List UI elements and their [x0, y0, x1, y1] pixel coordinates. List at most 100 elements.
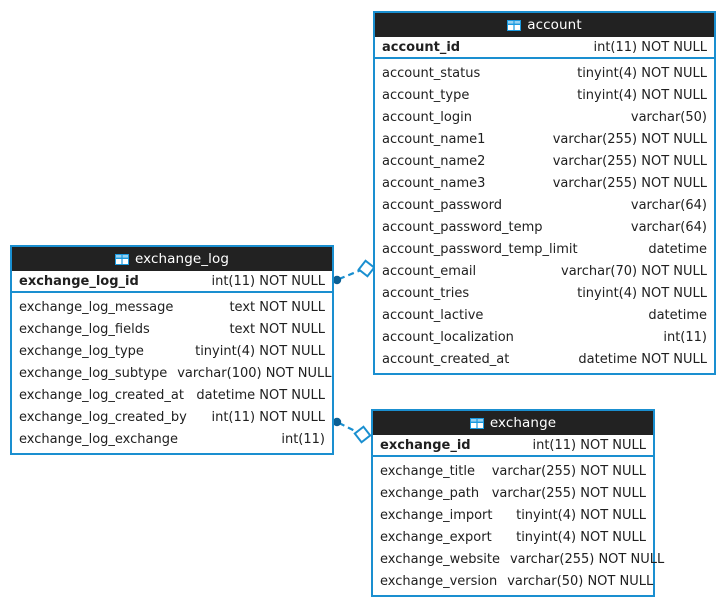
- table-row: account_password_temp_limit datetime: [375, 238, 714, 260]
- table-icon: [114, 253, 129, 265]
- table-row: account_email varchar(70) NOT NULL: [375, 260, 714, 282]
- table-icon: [469, 417, 484, 429]
- table-row: exchange_website varchar(255) NOT NULL: [373, 548, 664, 570]
- relationship-endpoint-diamond: [353, 425, 372, 444]
- column-type: int(11) NOT NULL: [211, 409, 325, 425]
- column-type: datetime: [648, 241, 707, 257]
- table-row: exchange_title varchar(255) NOT NULL: [373, 460, 653, 482]
- entity-table-account[interactable]: account account_id int(11) NOT NULL acco…: [373, 11, 716, 375]
- table-row: exchange_export tinyint(4) NOT NULL: [373, 526, 653, 548]
- column-name: exchange_import: [380, 507, 493, 523]
- table-row: account_localization int(11): [375, 326, 714, 348]
- column-name: account_email: [382, 263, 477, 279]
- entity-header-exchange: exchange: [373, 411, 653, 435]
- table-row: exchange_version varchar(50) NOT NULL: [373, 570, 653, 592]
- column-name: account_localization: [382, 329, 514, 345]
- column-name: account_lactive: [382, 307, 484, 323]
- column-name: account_password_temp_limit: [382, 241, 578, 257]
- column-name: account_created_at: [382, 351, 510, 367]
- column-type: varchar(255) NOT NULL: [491, 485, 646, 501]
- table-row: account_tries tinyint(4) NOT NULL: [375, 282, 714, 304]
- column-name: account_tries: [382, 285, 470, 301]
- column-name: account_name3: [382, 175, 486, 191]
- column-type: varchar(255) NOT NULL: [491, 463, 646, 479]
- primary-key-row: exchange_id int(11) NOT NULL: [373, 435, 653, 457]
- entity-header-exchange-log: exchange_log: [12, 247, 332, 271]
- column-type: varchar(255) NOT NULL: [552, 153, 707, 169]
- entity-table-exchange-log[interactable]: exchange_log exchange_log_id int(11) NOT…: [10, 245, 334, 455]
- relationship-endpoint-circle: [332, 417, 342, 427]
- column-list-account: account_status tinyint(4) NOT NULL accoun…: [375, 59, 714, 373]
- column-type: varchar(70) NOT NULL: [561, 263, 707, 279]
- column-type: varchar(255) NOT NULL: [552, 175, 707, 191]
- column-name: exchange_log_id: [19, 273, 139, 289]
- column-type: int(11): [281, 431, 325, 447]
- entity-title-account: account: [527, 17, 582, 33]
- column-name: account_password: [382, 197, 503, 213]
- column-type: int(11) NOT NULL: [211, 273, 325, 289]
- column-name: exchange_log_created_by: [19, 409, 187, 425]
- column-type: text NOT NULL: [229, 321, 325, 337]
- column-name: exchange_path: [380, 485, 480, 501]
- column-type: varchar(64): [630, 197, 707, 213]
- column-type: varchar(255) NOT NULL: [509, 551, 665, 567]
- column-type: tinyint(4) NOT NULL: [516, 529, 646, 545]
- column-name: account_name2: [382, 153, 486, 169]
- relationship-line: [338, 268, 362, 281]
- column-name: exchange_version: [380, 573, 498, 589]
- column-type: varchar(100) NOT NULL: [177, 365, 332, 381]
- column-type: tinyint(4) NOT NULL: [195, 343, 325, 359]
- column-type: varchar(64): [630, 219, 707, 235]
- column-name: account_type: [382, 87, 470, 103]
- column-type: tinyint(4) NOT NULL: [577, 285, 707, 301]
- column-name: account_login: [382, 109, 472, 125]
- table-row: exchange_import tinyint(4) NOT NULL: [373, 504, 653, 526]
- relationship-line: [338, 422, 358, 433]
- column-name: exchange_log_subtype: [19, 365, 168, 381]
- column-type: tinyint(4) NOT NULL: [577, 65, 707, 81]
- column-name: exchange_id: [380, 437, 471, 453]
- column-type: text NOT NULL: [229, 299, 325, 315]
- table-row: account_type tinyint(4) NOT NULL: [375, 84, 714, 106]
- table-icon: [507, 19, 522, 31]
- column-type: varchar(50) NOT NULL: [507, 573, 654, 589]
- column-list-exchange: exchange_title varchar(255) NOT NULL exch…: [373, 457, 664, 595]
- entity-title-exchange-log: exchange_log: [134, 251, 230, 267]
- column-type: tinyint(4) NOT NULL: [577, 87, 707, 103]
- column-name: exchange_title: [380, 463, 475, 479]
- table-row: account_lactive datetime: [375, 304, 714, 326]
- relationship-endpoint-diamond: [357, 259, 376, 278]
- column-type: int(11): [663, 329, 707, 345]
- column-type: varchar(50): [630, 109, 707, 125]
- table-row: account_status tinyint(4) NOT NULL: [375, 62, 714, 84]
- table-row: account_login varchar(50): [375, 106, 714, 128]
- table-row: exchange_log_type tinyint(4) NOT NULL: [12, 340, 332, 362]
- table-row: account_password varchar(64): [375, 194, 714, 216]
- table-row: exchange_log_subtype varchar(100) NOT NUL…: [12, 362, 332, 384]
- primary-key-row: account_id int(11) NOT NULL: [375, 37, 714, 59]
- column-name: account_id: [382, 39, 461, 55]
- column-name: account_status: [382, 65, 481, 81]
- entity-table-exchange[interactable]: exchange exchange_id int(11) NOT NULL ex…: [371, 409, 664, 597]
- column-type: int(11) NOT NULL: [593, 39, 707, 55]
- relationship-exchange-log-exchange: [332, 417, 372, 444]
- column-name: exchange_website: [380, 551, 500, 567]
- column-type: tinyint(4) NOT NULL: [516, 507, 646, 523]
- relationship-endpoint-circle: [332, 275, 342, 285]
- entity-title-exchange: exchange: [489, 415, 557, 431]
- column-type: datetime: [648, 307, 707, 323]
- table-row: exchange_log_created_by int(11) NOT NULL: [12, 406, 332, 428]
- primary-key-row: exchange_log_id int(11) NOT NULL: [12, 271, 332, 293]
- column-name: exchange_export: [380, 529, 492, 545]
- entity-header-account: account: [375, 13, 714, 37]
- column-name: exchange_log_created_at: [19, 387, 184, 403]
- column-name: exchange_log_type: [19, 343, 144, 359]
- column-name: account_password_temp: [382, 219, 543, 235]
- table-row: account_name2 varchar(255) NOT NULL: [375, 150, 714, 172]
